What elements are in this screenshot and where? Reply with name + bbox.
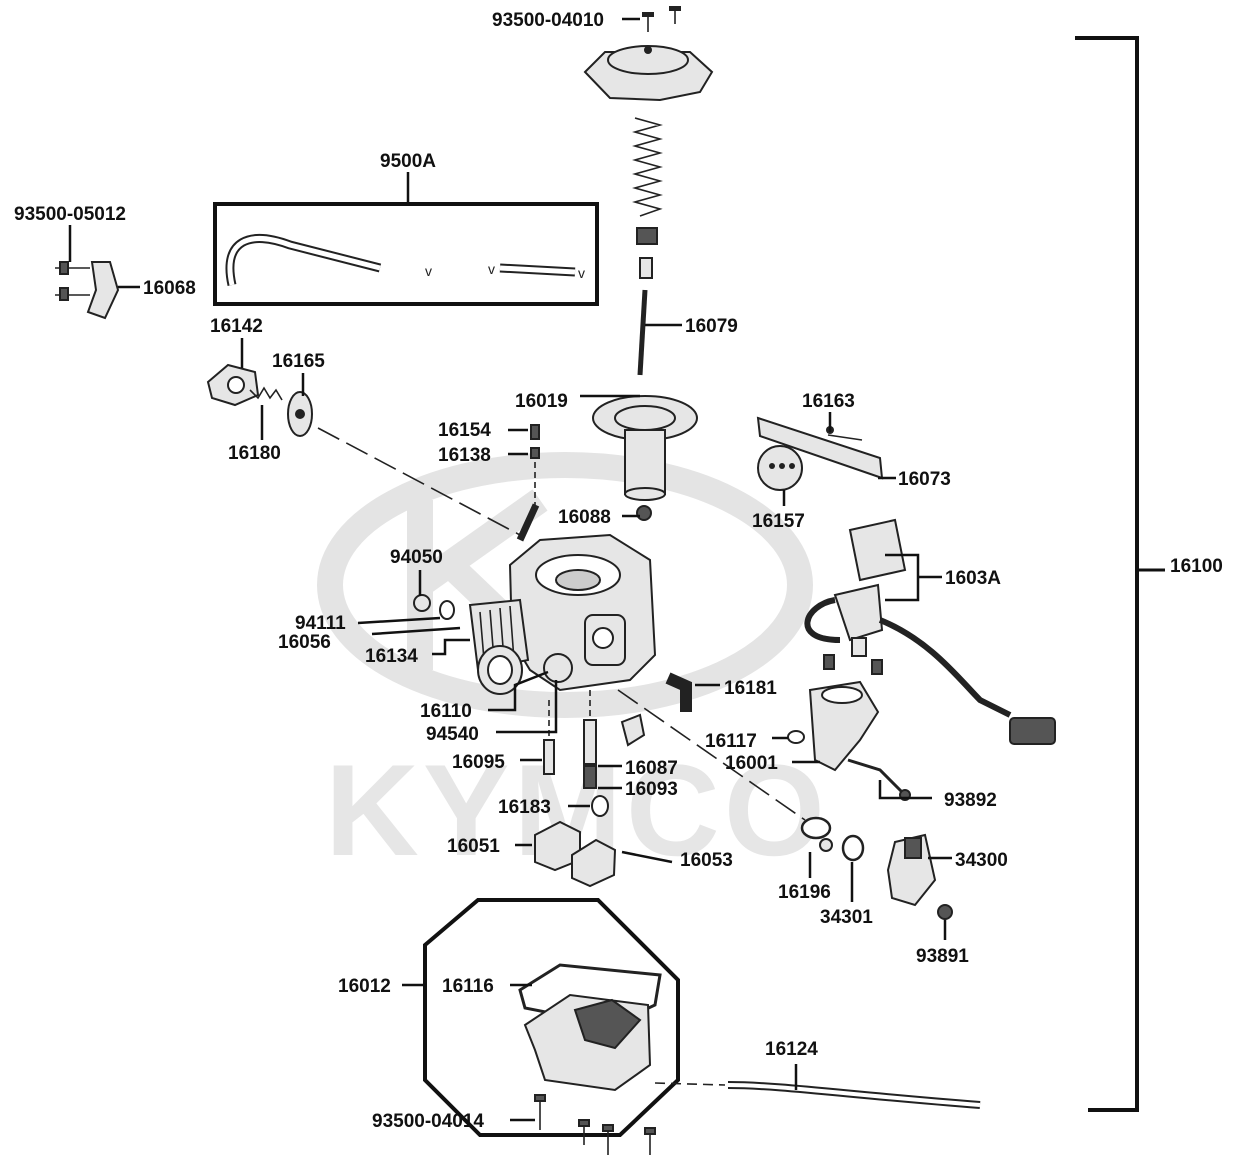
label-16093: 16093 xyxy=(625,779,678,800)
jet-16093 xyxy=(583,765,597,789)
oring-34301 xyxy=(841,834,865,862)
label-16183: 16183 xyxy=(498,797,551,818)
top-cover xyxy=(583,45,714,102)
jet-16088 xyxy=(636,505,652,521)
pipe-16181 xyxy=(665,672,692,712)
auto-choke-1603A xyxy=(804,518,1056,745)
sensor-34300 xyxy=(886,833,937,907)
clip-part xyxy=(620,713,646,747)
label-93892: 93892 xyxy=(944,790,997,811)
label-16095: 16095 xyxy=(452,752,505,773)
carburetor-body xyxy=(508,503,657,692)
label-16196: 16196 xyxy=(778,882,831,903)
plug-94050 xyxy=(413,594,431,612)
label-16110: 16110 xyxy=(420,701,472,722)
float-16053 xyxy=(571,838,617,888)
label-16068: 16068 xyxy=(143,278,196,299)
label-16134: 16134 xyxy=(365,646,418,667)
needle-clip xyxy=(639,257,653,279)
kit-16012-box xyxy=(423,898,680,1137)
label-16100: 16100 xyxy=(1170,556,1223,577)
jet-16095 xyxy=(543,739,555,775)
label-34300: 34300 xyxy=(955,850,1008,871)
fitting-16196 xyxy=(800,816,833,852)
needle-retainer xyxy=(636,227,658,245)
choke-housing-16001 xyxy=(787,654,911,801)
label-16051: 16051 xyxy=(447,836,500,857)
label-16012: 16012 xyxy=(338,976,391,997)
label-16157: 16157 xyxy=(752,511,805,532)
label-16053: 16053 xyxy=(680,850,733,871)
label-16124: 16124 xyxy=(765,1039,818,1060)
label-1603A: 1603A xyxy=(945,568,1001,589)
label-16138: 16138 xyxy=(438,445,491,466)
diaphragm-piston xyxy=(592,395,698,501)
label-93891: 93891 xyxy=(916,946,969,967)
spring-16138 xyxy=(530,447,540,459)
leader-lines xyxy=(68,17,952,1122)
oring-94111 xyxy=(439,600,455,620)
jet-needle xyxy=(637,289,648,376)
label-16117: 16117 xyxy=(705,731,757,752)
label-16180: 16180 xyxy=(228,443,281,464)
intake-tube xyxy=(468,598,573,695)
hose-kit: v v v xyxy=(225,234,585,286)
label-16088: 16088 xyxy=(558,507,611,528)
choke-parts xyxy=(206,363,313,437)
disc-16157 xyxy=(757,445,803,491)
assembly-bracket xyxy=(1075,36,1165,1112)
label-16181: 16181 xyxy=(724,678,777,699)
svg-text:v: v xyxy=(578,265,585,281)
label-94050: 94050 xyxy=(390,547,443,568)
label-16056: 16056 xyxy=(278,632,331,653)
label-16079: 16079 xyxy=(685,316,738,337)
label-94111: 94111 xyxy=(295,613,346,634)
label-94540: 94540 xyxy=(426,724,479,745)
label-16116: 16116 xyxy=(442,976,494,997)
oring-16183 xyxy=(591,795,609,817)
kit-9500A-box xyxy=(213,202,599,306)
float-bowl xyxy=(518,963,662,1092)
bracket-16068 xyxy=(55,261,120,320)
label-16142: 16142 xyxy=(210,316,263,337)
spring xyxy=(632,117,663,217)
label-16154: 16154 xyxy=(438,420,491,441)
label-16163: 16163 xyxy=(802,391,855,412)
svg-text:v: v xyxy=(488,261,495,277)
svg-text:v: v xyxy=(425,263,432,279)
screw-top xyxy=(642,6,681,32)
label-93500-04010: 93500-04010 xyxy=(492,10,604,31)
label-16165: 16165 xyxy=(272,351,325,372)
screw-16154 xyxy=(530,424,540,440)
label-34301: 34301 xyxy=(820,907,873,928)
label-93500-04014: 93500-04014 xyxy=(372,1111,484,1132)
jet-16087 xyxy=(583,719,597,765)
label-9500A: 9500A xyxy=(380,151,436,172)
label-16019: 16019 xyxy=(515,391,568,412)
label-16001: 16001 xyxy=(725,753,778,774)
label-16073: 16073 xyxy=(898,469,951,490)
bowl-screws xyxy=(534,1094,656,1155)
label-16087: 16087 xyxy=(625,758,678,779)
label-93500-05012: 93500-05012 xyxy=(14,204,126,225)
